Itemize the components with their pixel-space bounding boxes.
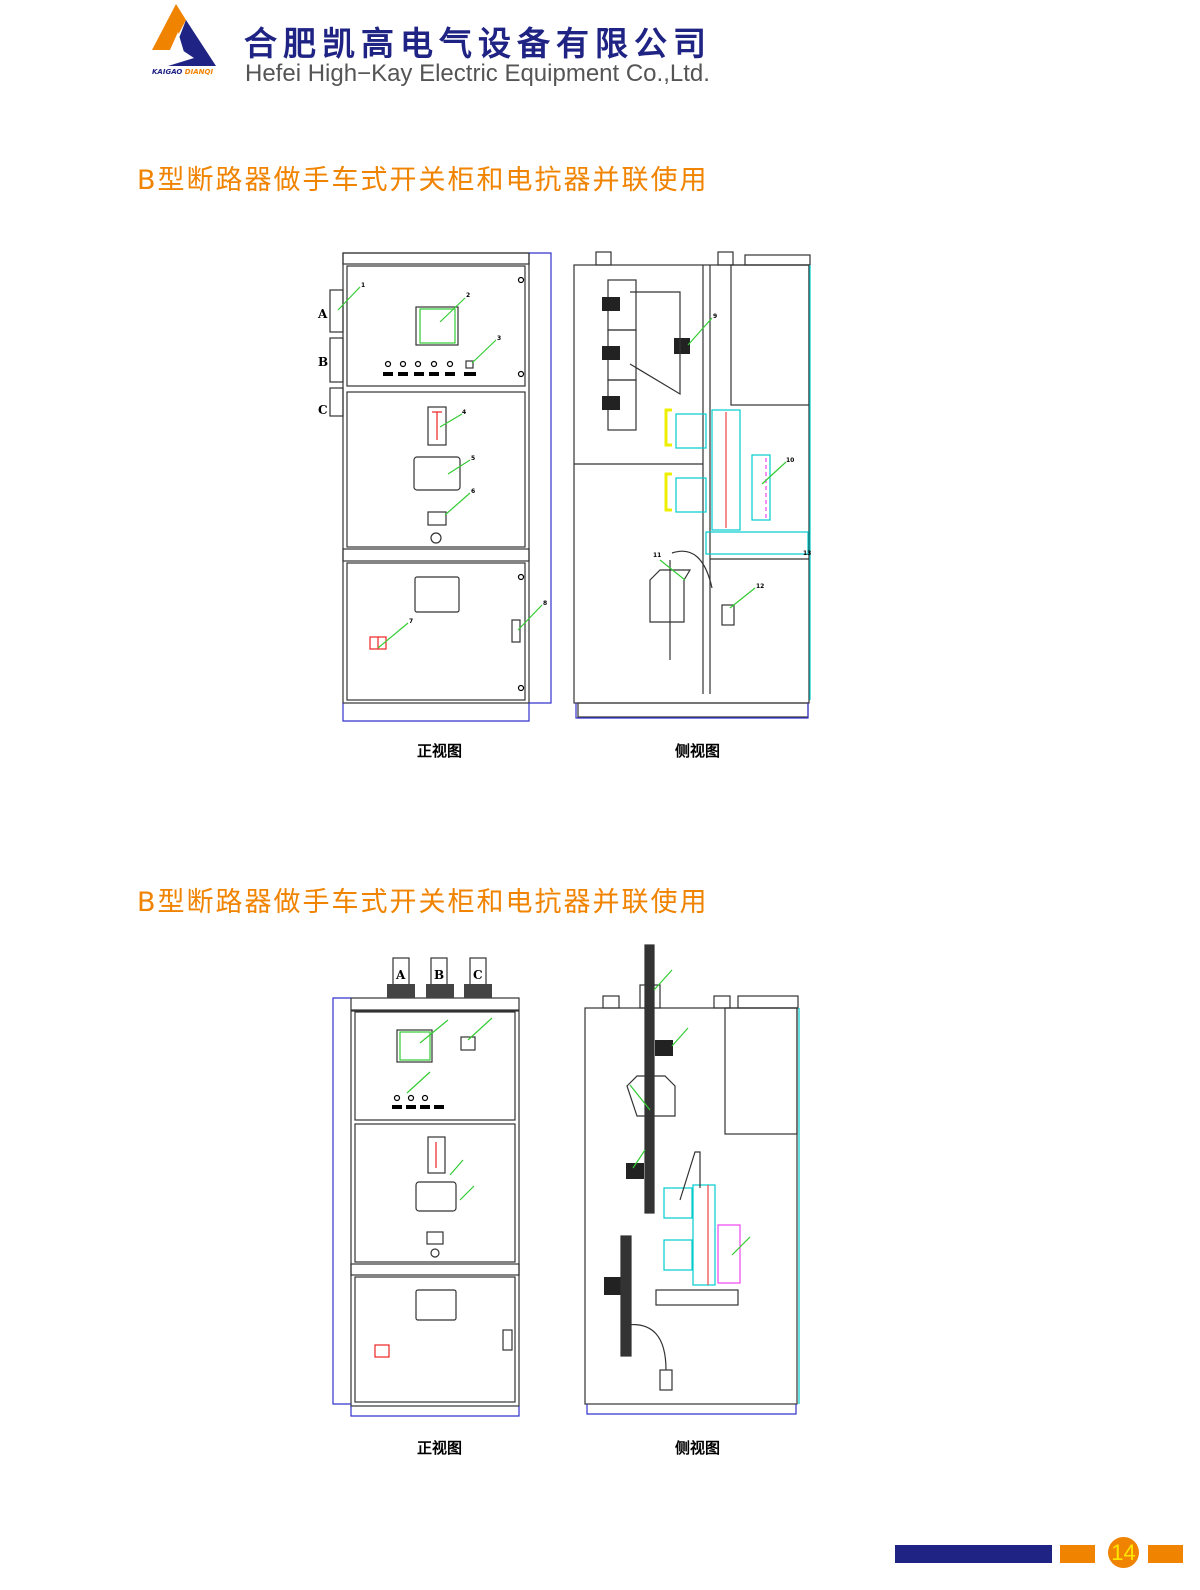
phase-label-a-2: A <box>395 968 406 982</box>
svg-text:KAIGAO DIANQI: KAIGAO DIANQI <box>152 68 213 76</box>
side-view-caption-1: 侧视图 <box>675 742 721 760</box>
phase-label-b: B <box>318 355 328 369</box>
callout-4: 4 <box>462 409 466 416</box>
callout-5: 5 <box>471 455 475 462</box>
callout-6: 6 <box>471 488 475 495</box>
footer-bar-orange <box>1060 1545 1095 1563</box>
page-number: 14 <box>1108 1537 1139 1568</box>
phase-label-c: C <box>318 403 328 417</box>
phase-label-b-2: B <box>434 968 444 982</box>
side-view-caption-2: 侧视图 <box>675 1439 721 1457</box>
phase-label-c-2: C <box>473 968 483 982</box>
callout-11: 11 <box>653 552 661 559</box>
front-view-caption-1: 正视图 <box>417 742 463 760</box>
callout-10: 10 <box>786 457 794 464</box>
side-view-1 <box>573 251 811 719</box>
callout-1: 1 <box>361 282 365 289</box>
callout-9: 9 <box>713 313 717 320</box>
company-logo: KAIGAO DIANQI <box>148 2 220 78</box>
callout-12: 12 <box>756 583 764 590</box>
section-title-1: B型断路器做手车式开关柜和电抗器并联使用 <box>137 165 709 196</box>
front-view-caption-2: 正视图 <box>417 1439 463 1457</box>
callout-7: 7 <box>409 618 413 625</box>
front-view-1 <box>329 252 552 722</box>
callout-3: 3 <box>497 335 501 342</box>
footer-bar-orange-right <box>1148 1545 1183 1563</box>
callout-13: 13 <box>803 550 811 557</box>
company-name-en: Hefei High−Kay Electric Equipment Co.,Lt… <box>245 60 710 87</box>
section-title-2: B型断路器做手车式开关柜和电抗器并联使用 <box>137 887 709 918</box>
callout-2: 2 <box>466 292 470 299</box>
footer-bar-navy <box>895 1545 1052 1563</box>
company-name-cn: 合肥凯高电气设备有限公司 <box>244 24 712 63</box>
front-view-2 <box>332 957 520 1417</box>
phase-label-a: A <box>317 307 328 321</box>
side-view-2 <box>584 944 800 1415</box>
callout-8: 8 <box>543 600 547 607</box>
